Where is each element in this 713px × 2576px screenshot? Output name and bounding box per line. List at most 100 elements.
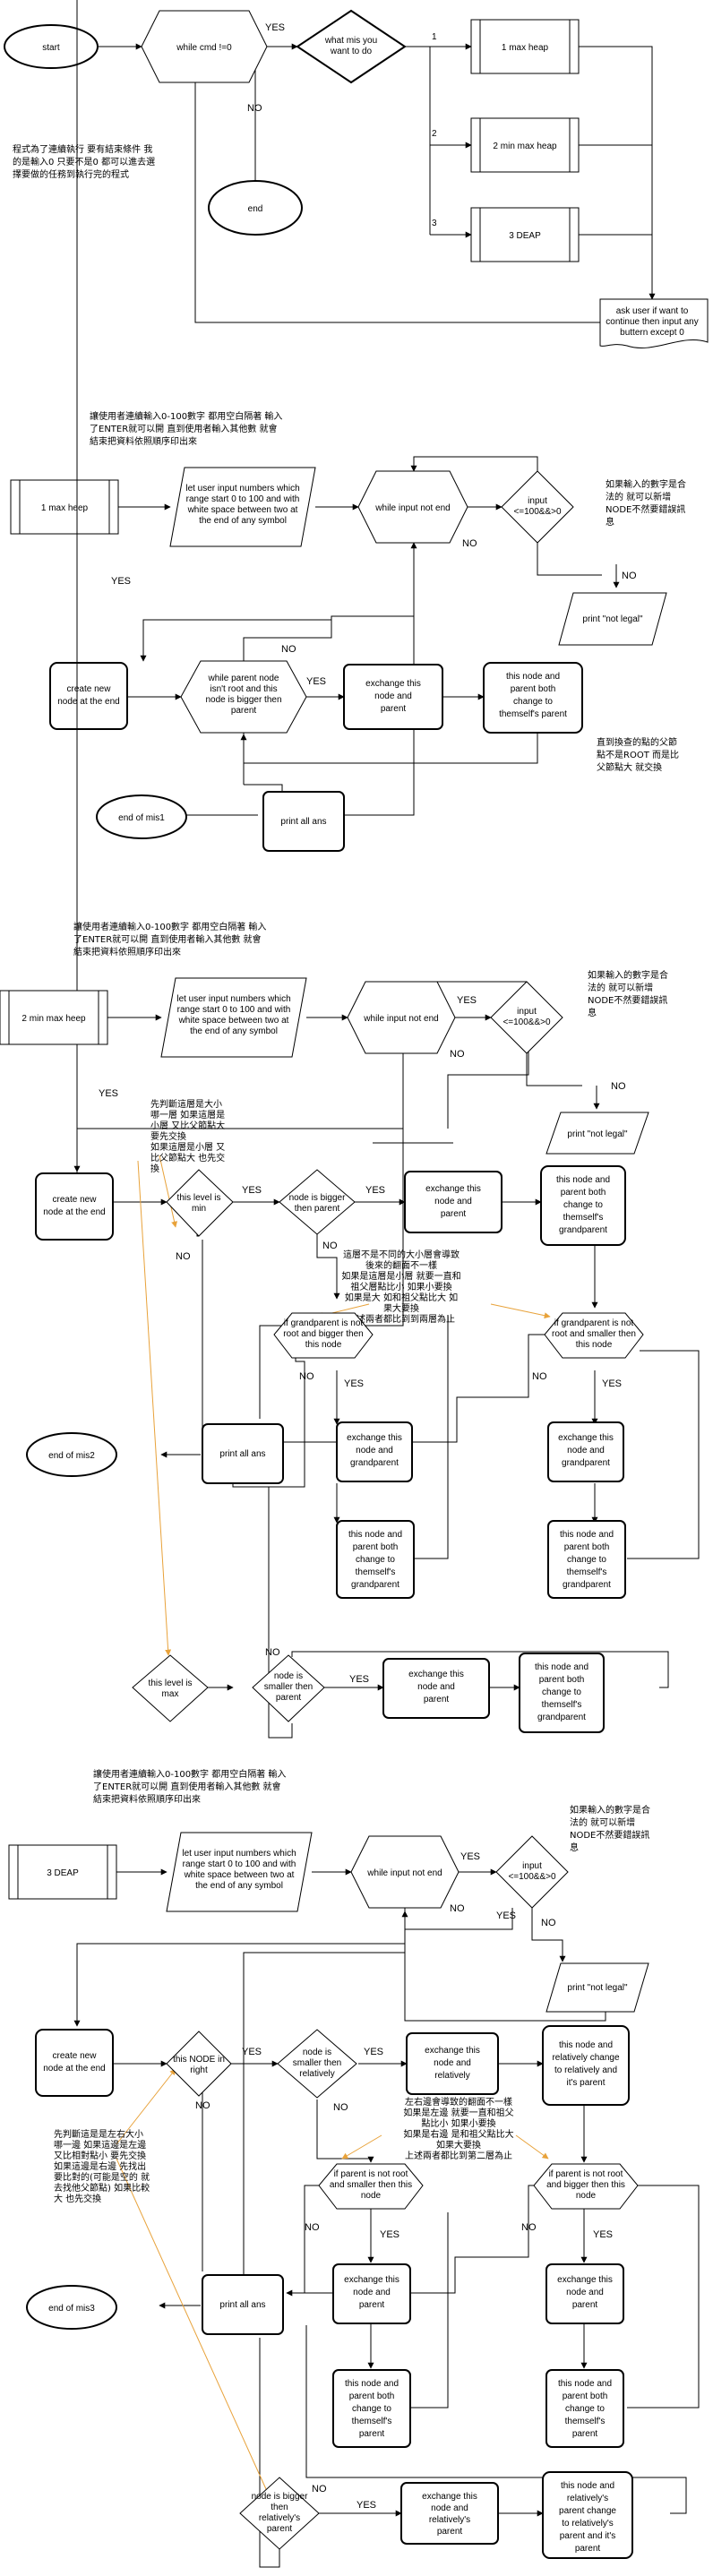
deap-while-loop	[350, 1835, 460, 1909]
maxheap-legal-1: 如果輸入的數字是合	[606, 478, 686, 490]
maxheap-input-1: let user input numbers which	[185, 484, 299, 494]
deap-epl-1: exchange this	[344, 2275, 399, 2285]
deap-yes-6: YES	[593, 2229, 613, 2240]
maxheap-ch-2: parent both	[511, 684, 556, 694]
minmax-while-loop	[347, 981, 456, 1054]
deap-no-c: NO	[195, 2100, 210, 2111]
minmax-level-min	[166, 1169, 234, 1237]
deap-bigger-rel	[239, 2477, 320, 2550]
minmax-ep2-2: node and	[417, 1682, 455, 1692]
minmax-print-label: print all ans	[219, 1449, 265, 1459]
deap-crp-1: this node and	[561, 2481, 614, 2491]
deap-crp-6: parent	[575, 2544, 601, 2554]
minmax-title-process: 2 min max heep	[0, 990, 108, 1045]
deap-end-terminal	[26, 2285, 117, 2330]
deap-cpr-5: parent	[572, 2429, 598, 2439]
deap-legal-4: 息	[570, 1842, 579, 1853]
minmax-mid-note-3: 如果是這層是小層 就要一直和	[341, 1270, 460, 1282]
minmax-not-legal-io	[545, 1112, 649, 1155]
minmax-min-2: min	[192, 1204, 206, 1214]
deap-ps-1: if parent is not root	[549, 2169, 623, 2179]
maxheap-ex-2: node and	[374, 691, 412, 701]
minmax-level-note-1: 先判斷這層是大小	[150, 1098, 222, 1110]
while-cmd-label: while cmd !=0	[176, 43, 232, 53]
deap-yes-2: YES	[496, 1911, 516, 1921]
minmax-no-f: NO	[532, 1371, 547, 1382]
minmax-sp-1: node is	[274, 1671, 303, 1681]
main-note-1: 程式為了連續執行 要有結束條件 我	[13, 143, 152, 155]
minmax-bp-2: then parent	[295, 1204, 340, 1214]
maxheap-no-a: NO	[622, 571, 637, 581]
deap-print-label: print all ans	[219, 2300, 265, 2310]
minmax-egr-3: grandparent	[562, 1458, 610, 1468]
end-terminal	[208, 180, 303, 236]
maxheap-while-parent	[180, 660, 307, 734]
minmax-yes-5: YES	[344, 1378, 364, 1389]
deap-pb-2: and smaller then this	[330, 2180, 412, 2190]
deap-input-2: range start 0 to 100 and with	[183, 1859, 296, 1869]
maxheap-input-3: white space between two at	[187, 505, 298, 515]
deap-title-process: 3 DEAP	[8, 1844, 117, 1900]
deap-note-2: 了ENTER就可以開 直到使用者輸入其他數 就會	[93, 1781, 281, 1792]
deap-sr-3: relatively	[299, 2069, 334, 2079]
deap-print-all	[202, 2274, 284, 2335]
minmax-yes-2: YES	[99, 1088, 118, 1099]
deap-create-1: create new	[53, 2051, 98, 2061]
maxheap-while-loop	[357, 470, 468, 544]
maxheap-legal-3: NODE不然要錯誤訊	[606, 503, 685, 515]
minmax-no-d: NO	[322, 1241, 338, 1251]
minmax-end-label: end of mis2	[48, 1451, 95, 1461]
deap-ps-3: node	[576, 2191, 597, 2201]
minmax-gps-1: if grandparent is not	[554, 1318, 634, 1328]
minmax-cgr-4: themself's	[567, 1567, 607, 1577]
minmax-cg-2: parent both	[561, 1188, 606, 1198]
ask-user-label-2: continue then input any	[606, 317, 698, 327]
min-max-heap-label: 2 min max heap	[493, 142, 557, 151]
maxheap-ex-3: parent	[381, 704, 407, 714]
minmax-mid-note-1: 這層不是不同的大小層會導致	[343, 1249, 460, 1260]
max-heap-label: 1 max heap	[502, 43, 549, 53]
deap-no-a: NO	[541, 1918, 556, 1928]
minmax-level-note-4: 要先交換	[150, 1130, 186, 1142]
minmax-change-grand	[540, 1165, 626, 1246]
minmax-while-label: while input not end	[363, 1014, 438, 1024]
minmax-cgr-3: change to	[567, 1555, 606, 1565]
minmax-input-1: let user input numbers which	[176, 994, 290, 1004]
deap-no-e: NO	[305, 2222, 320, 2233]
deap-cpr-1: this node and	[558, 2379, 612, 2389]
deap-change-p-right	[545, 2369, 624, 2448]
deap-p-bigger	[318, 2163, 424, 2210]
minmax-legal-2: 法的 就可以新增	[588, 982, 653, 993]
minmax-input-4: the end of any symbol	[190, 1026, 278, 1036]
minmax-gpb-2: root and bigger then	[283, 1329, 364, 1339]
maxheap-no-c: NO	[281, 644, 296, 655]
maxheap-root-3: 父節點大 就交換	[597, 761, 662, 773]
deap-erp-1: exchange this	[422, 2492, 477, 2502]
minmax-check-2: <=100&&>0	[503, 1018, 551, 1027]
deap-br-2: then	[271, 2503, 288, 2512]
deap-create-node	[35, 2029, 114, 2097]
minmax-gp-smaller	[544, 1312, 644, 1359]
minmax-egl-2: node and	[356, 1446, 393, 1455]
deap-erp-3: relatively's	[429, 2515, 470, 2525]
deap-no-b: NO	[450, 1903, 465, 1914]
maxheap-input-4: the end of any symbol	[199, 516, 287, 526]
deap-left-note-2: 哪一邊 如果這邊是左邊	[54, 2139, 146, 2151]
minmax-no-e: NO	[299, 1371, 314, 1382]
maxheap-end-label: end of mis1	[118, 813, 165, 823]
deap-erp-4: parent	[437, 2527, 463, 2537]
deap-cpl-4: themself's	[352, 2417, 392, 2426]
maxheap-title-process: 1 max heep	[10, 479, 119, 535]
maxheap-wp-4: parent	[231, 706, 257, 716]
minmax-note-1: 讓使用者連續輸入0-100數字 都用空白隔著 輸入	[73, 921, 266, 932]
deap-note-1: 讓使用者連續輸入0-100數字 都用空白隔著 輸入	[93, 1768, 286, 1780]
section-deap: 讓使用者連續輸入0-100數字 都用空白隔著 輸入 了ENTER就可以開 直到使…	[8, 1768, 700, 2568]
minmax-cgl-3: change to	[356, 1555, 395, 1565]
deap-crp-2: relatively's	[567, 2494, 608, 2503]
section-main-menu: start while cmd !=0 what mis you want to…	[4, 9, 709, 348]
minmax-not-legal: print "not legal"	[567, 1129, 628, 1139]
maxheap-note-3: 結束把資料依照順序印出來	[90, 435, 197, 447]
deap-crp-4: to relatively's	[562, 2519, 614, 2529]
minmax-gpb-3: this node	[305, 1340, 342, 1350]
maxheap-input-check	[501, 470, 574, 544]
